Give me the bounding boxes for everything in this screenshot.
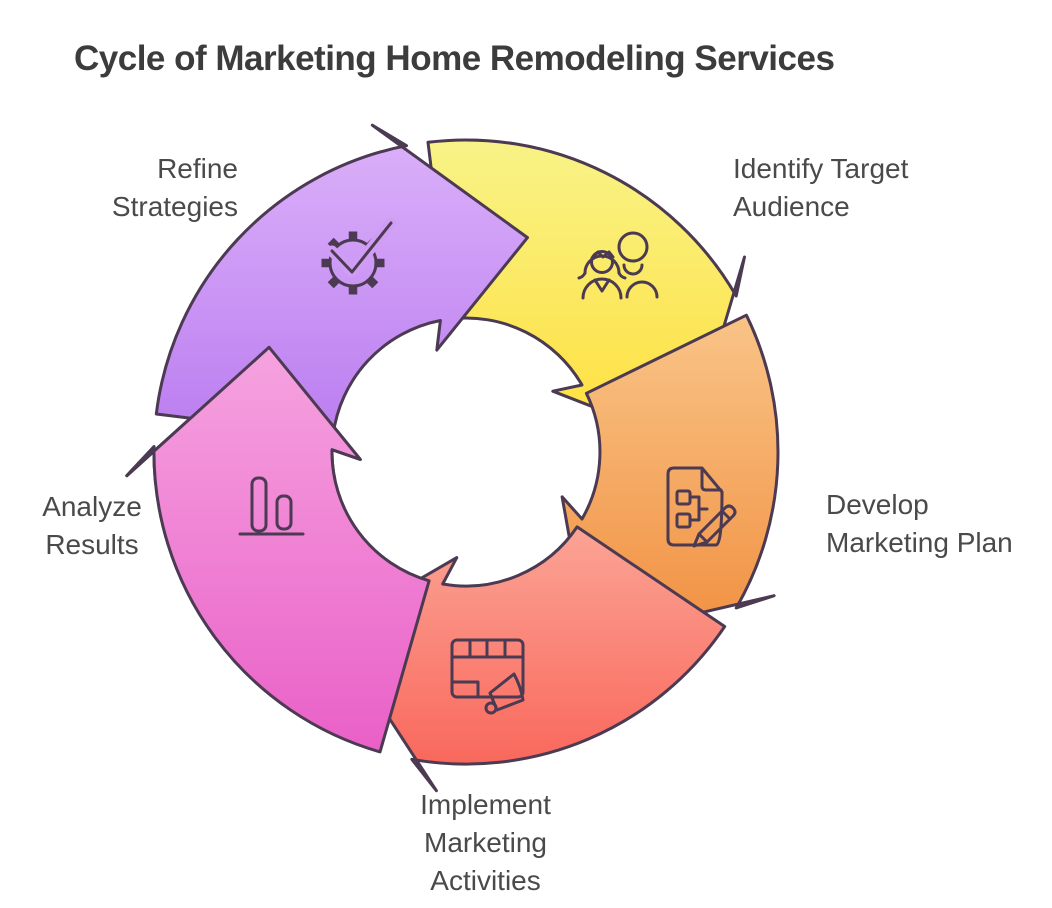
cycle-arrows	[125, 123, 780, 793]
cycle-arrow-top-left	[154, 123, 529, 438]
gear-check-icon	[321, 217, 397, 295]
step-label-implement-marketing-activities: Implement Marketing Activities	[420, 789, 551, 896]
bar-chart-icon	[238, 476, 305, 536]
target-audience-people-icon	[577, 231, 659, 300]
step-label-identify-target-audience: Identify Target Audience	[733, 153, 909, 222]
calendar-megaphone-icon	[450, 638, 525, 715]
page-title: Cycle of Marketing Home Remodeling Servi…	[74, 39, 835, 79]
document-pencil-icon	[666, 466, 737, 548]
cycle-arrow-bottom	[330, 525, 727, 793]
step-label-refine-strategies: Refine Strategies	[111, 153, 238, 222]
step-label-analyze-results: Analyze Results	[42, 491, 142, 560]
cycle-arrow-left-head-overlap	[125, 345, 362, 480]
step-label-develop-marketing-plan: Develop Marketing Plan	[826, 489, 1013, 558]
